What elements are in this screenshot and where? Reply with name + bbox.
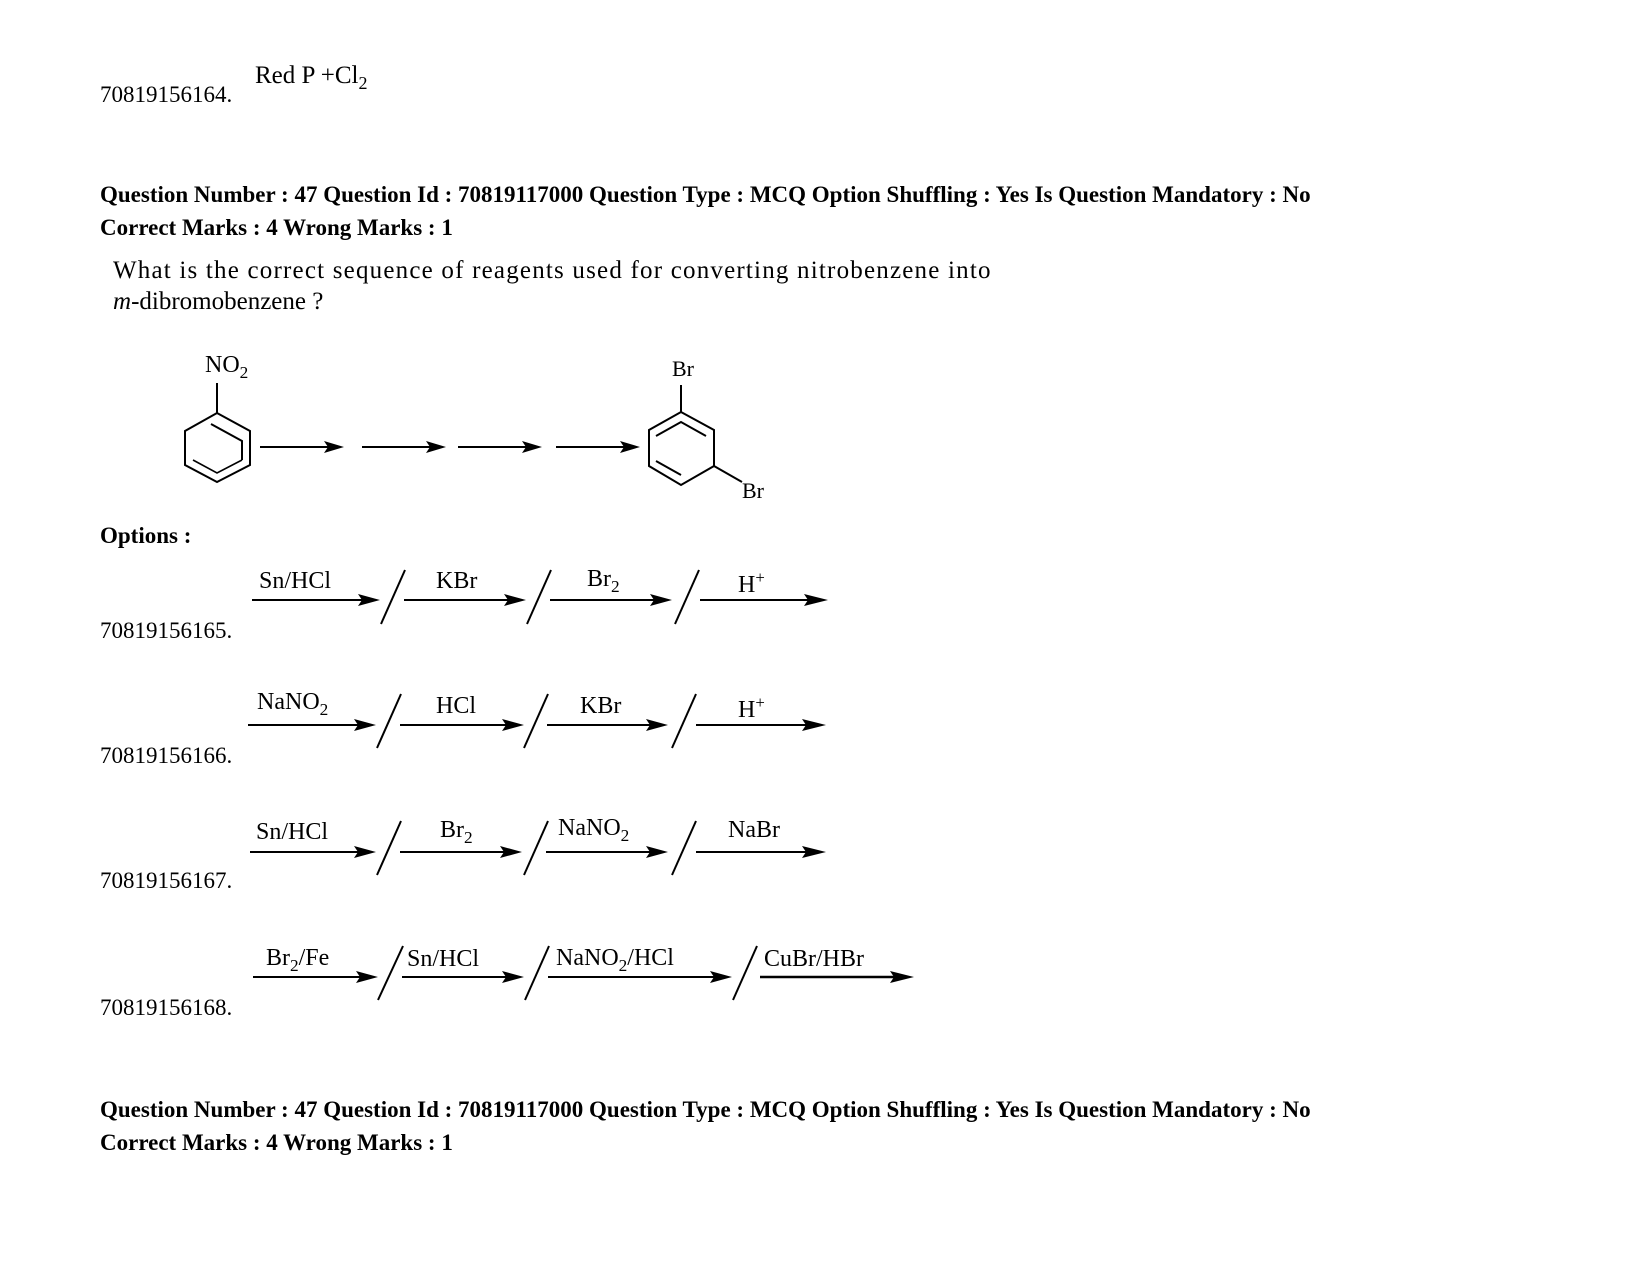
option-id: 70819156167.	[100, 868, 233, 893]
nitro-group-label: NO2	[205, 352, 249, 383]
reagent-text: Br	[440, 817, 464, 843]
reagent-label: H+	[738, 693, 765, 724]
subscript: 2	[358, 73, 368, 94]
option-reagent: Red P +Cl2	[255, 62, 368, 94]
reagent-text: NaNO	[257, 689, 320, 715]
reagent-text: Br	[266, 945, 290, 971]
subscript: 2	[319, 700, 329, 720]
question-header: Question Number : 47 Question Id : 70819…	[100, 182, 1311, 207]
scheme-arrows	[260, 441, 640, 453]
marks-line: Correct Marks : 4 Wrong Marks : 1	[100, 1130, 453, 1155]
subscript: 2	[611, 577, 620, 597]
subscript: 2	[618, 956, 628, 976]
reagent-label: Sn/HCl	[407, 946, 480, 972]
question-text-line2: m-dibromobenzene ?	[113, 288, 323, 316]
reagent-label: KBr	[436, 568, 478, 594]
superscript: +	[755, 693, 765, 712]
option-id: 70819156168.	[100, 995, 233, 1020]
italic-m: m	[113, 288, 132, 315]
reagent-text: Cl	[334, 62, 359, 89]
reagent-label: NaBr	[728, 817, 780, 843]
reagent-text: H	[738, 697, 756, 723]
reagent-label: KBr	[580, 693, 622, 719]
reagent-text: Br	[587, 566, 611, 592]
bromo-label-meta: Br	[742, 478, 764, 503]
reagent-label: HCl	[436, 693, 477, 719]
reagent-label: Br2/Fe	[266, 945, 330, 976]
option-id: 70819156166.	[100, 743, 233, 768]
dibromobenzene-structure	[648, 385, 743, 487]
marks-line: Correct Marks : 4 Wrong Marks : 1	[100, 215, 453, 240]
reagent-label: Br2	[440, 817, 473, 848]
reagent-label: CuBr/HBr	[764, 946, 865, 972]
reagent-text: NaNO	[558, 815, 621, 841]
options-label: Options :	[100, 523, 192, 548]
subscript: 2	[620, 826, 630, 846]
reagent-label: H+	[738, 568, 765, 599]
reagent-text: /HCl	[627, 945, 674, 971]
superscript: +	[755, 568, 765, 587]
reagent-text: /Fe	[298, 945, 330, 971]
bromo-label-top: Br	[672, 356, 694, 381]
question-text: What is the correct sequence of reagents…	[113, 257, 992, 284]
nitrobenzene-structure	[184, 383, 251, 484]
nitro-text: NO	[205, 352, 240, 378]
reagent-text: NaNO	[556, 945, 619, 971]
question-header: Question Number : 47 Question Id : 70819…	[100, 1097, 1311, 1122]
reagent-label: NaNO2/HCl	[556, 945, 674, 976]
plus-sign: +	[320, 62, 335, 89]
subscript: 2	[239, 363, 249, 383]
reagent-label: Sn/HCl	[259, 568, 332, 594]
reagent-text: H	[738, 572, 756, 598]
subscript: 2	[290, 956, 299, 976]
option-id: 70819156164.	[100, 82, 233, 107]
subscript: 2	[464, 828, 473, 848]
reagent-label: Sn/HCl	[256, 819, 329, 845]
reagent-label: NaNO2	[558, 815, 630, 846]
reagent-text: Red P	[255, 62, 315, 89]
question-text-rest: -dibromobenzene ?	[131, 288, 324, 315]
reagent-label: Br2	[587, 566, 620, 597]
option-id: 70819156165.	[100, 618, 233, 643]
reagent-label: NaNO2	[257, 689, 329, 720]
